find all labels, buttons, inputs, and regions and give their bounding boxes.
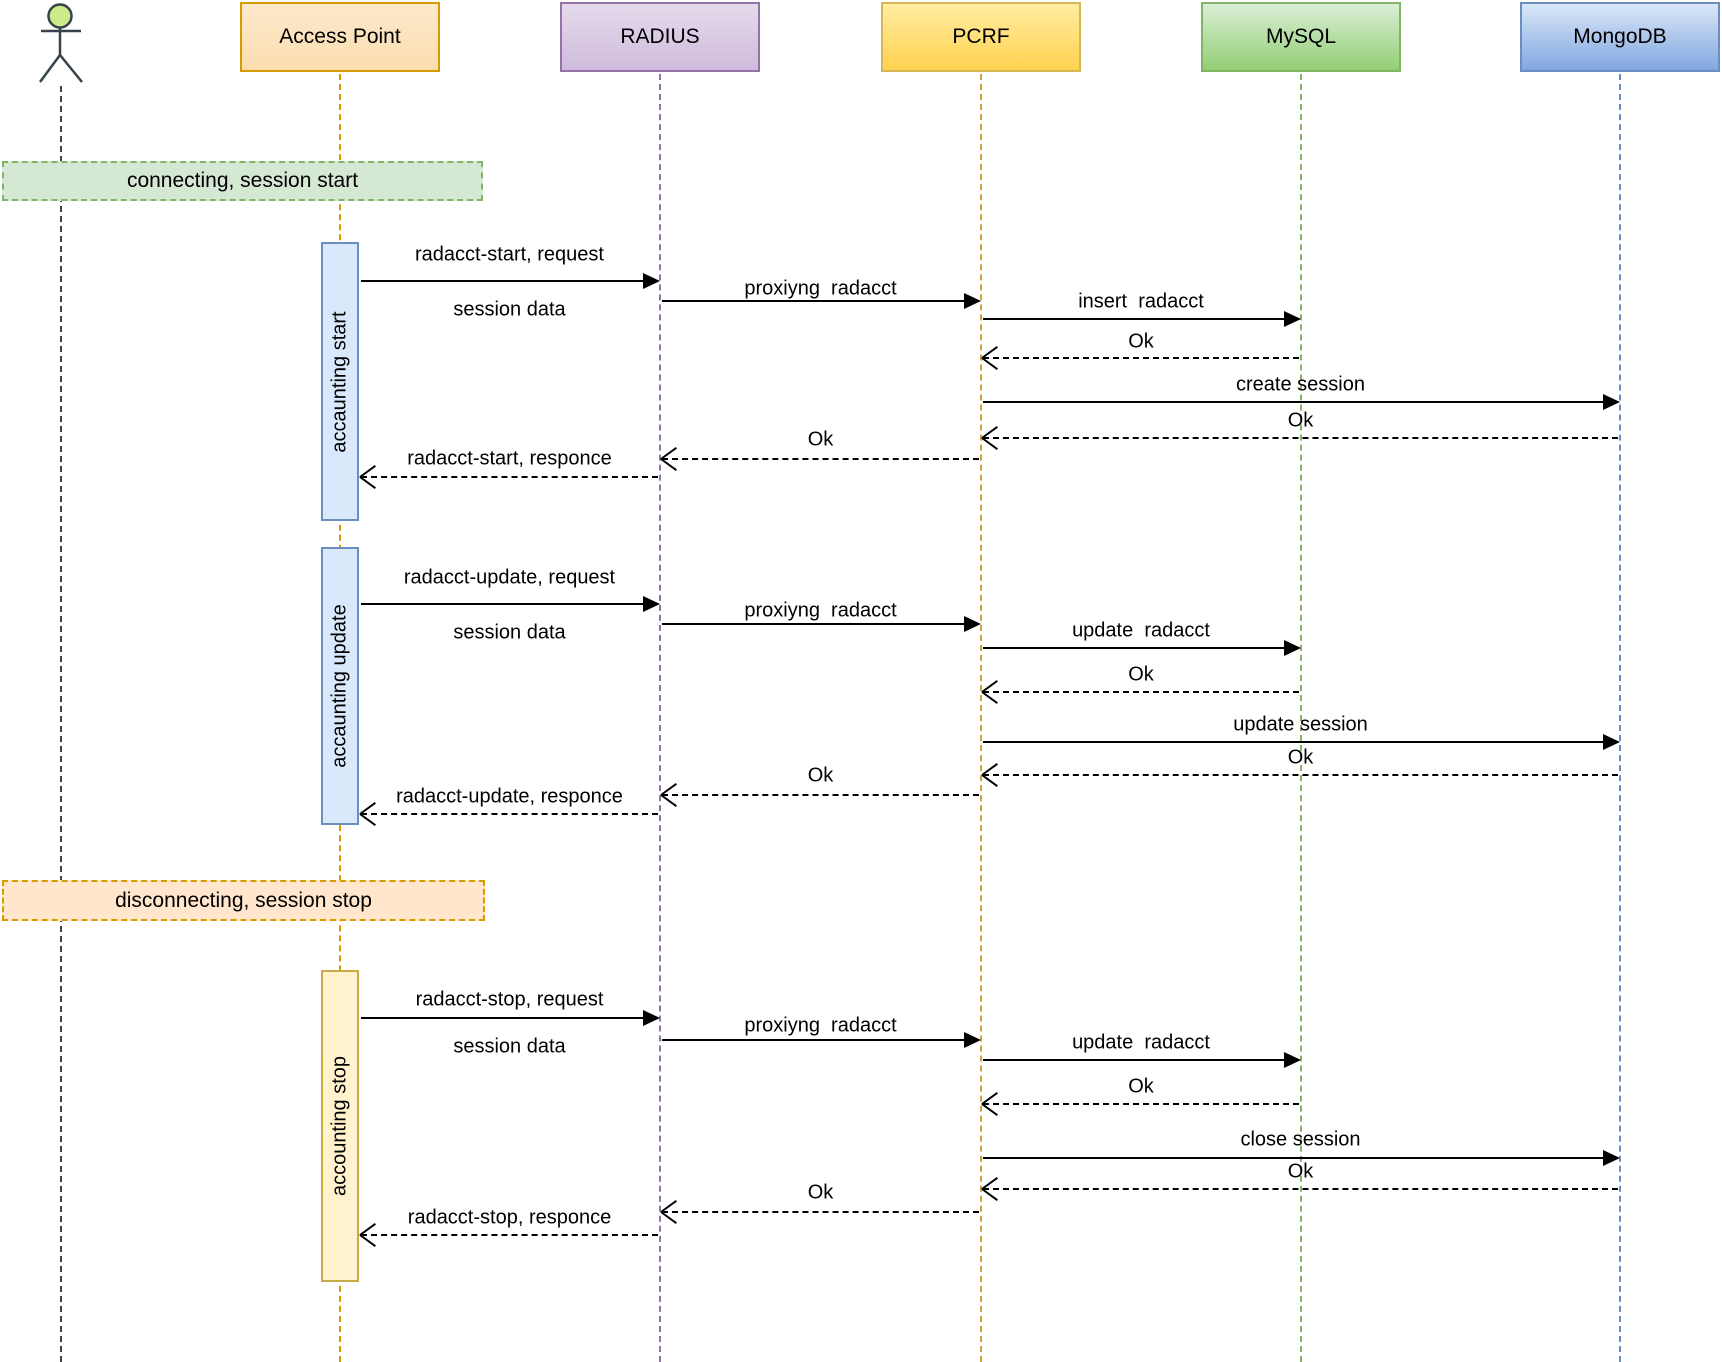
message-line-12 xyxy=(983,734,1620,750)
message-label: radacct-stop, responce xyxy=(407,1206,612,1229)
message-line-7 xyxy=(361,476,658,478)
arrowhead-icon xyxy=(1603,734,1620,750)
message-line-5 xyxy=(983,437,1618,439)
arrowhead-icon xyxy=(1284,640,1301,656)
message-label: Ok xyxy=(1287,1160,1314,1183)
lifeline-pcrf xyxy=(980,74,982,1362)
message-line-14 xyxy=(662,794,979,796)
lifeline-mysql xyxy=(1300,74,1302,1362)
arrowhead-icon xyxy=(1603,394,1620,410)
message-label: Ok xyxy=(1128,1075,1154,1098)
arrowhead-icon xyxy=(643,1010,660,1026)
activation-2: accounting stop xyxy=(321,970,359,1282)
message-line-15 xyxy=(361,813,658,815)
activation-label: accaunting update xyxy=(328,604,351,768)
message-line-1 xyxy=(662,293,981,309)
message-line-2 xyxy=(983,311,1301,327)
message-line-19 xyxy=(983,1103,1299,1105)
message-line-20 xyxy=(983,1150,1620,1166)
message-line-23 xyxy=(361,1234,658,1236)
participant-label-ap: Access Point xyxy=(279,25,401,48)
message-label: Ok xyxy=(1128,663,1154,686)
participant-label-mongodb: MongoDB xyxy=(1573,25,1667,48)
arrowhead-icon xyxy=(643,273,660,289)
arrowhead-icon xyxy=(1603,1150,1620,1166)
message-line-10 xyxy=(983,640,1301,656)
message-line-11 xyxy=(983,691,1299,693)
message-label: close session xyxy=(1240,1128,1361,1151)
participant-label-pcrf: PCRF xyxy=(952,25,1010,48)
arrowhead-icon xyxy=(643,596,660,612)
activation-label: accounting stop xyxy=(328,1055,351,1197)
lifeline-mongodb xyxy=(1619,74,1621,1362)
phase-frame-0: connecting, session start xyxy=(2,161,483,201)
message-label: proxiyng radacct xyxy=(744,1014,897,1037)
message-label: radacct-stop, request xyxy=(415,988,604,1011)
message-label: Ok xyxy=(807,1181,834,1204)
activation-label: accaunting start xyxy=(328,310,351,453)
message-label: update radacct xyxy=(1072,619,1210,642)
message-line-13 xyxy=(983,774,1618,776)
message-label: proxiyng radacct xyxy=(744,277,897,300)
participant-radius: RADIUS xyxy=(560,2,760,72)
participant-ap: Access Point xyxy=(240,2,440,72)
participant-pcrf: PCRF xyxy=(881,2,1081,72)
message-label: insert radacct xyxy=(1078,290,1204,313)
message-line-21 xyxy=(983,1188,1618,1190)
message-label: Ok xyxy=(807,764,834,787)
message-label: Ok xyxy=(1128,330,1154,353)
arrowhead-icon xyxy=(1284,311,1301,327)
message-label: Ok xyxy=(1287,746,1314,769)
participant-mongodb: MongoDB xyxy=(1520,2,1720,72)
message-label: Ok xyxy=(807,428,834,451)
message-line-0 xyxy=(361,273,660,289)
message-label: radacct-start, responce xyxy=(407,447,612,470)
message-label: create session xyxy=(1236,373,1365,396)
arrowhead-icon xyxy=(964,293,981,309)
lifeline-user xyxy=(60,86,62,1362)
phase-frame-label: connecting, session start xyxy=(126,169,359,192)
message-line-8 xyxy=(361,596,660,612)
message-label: radacct-update, responce xyxy=(396,785,623,808)
message-label: radacct-update, request xyxy=(403,566,616,589)
activation-1: accaunting update xyxy=(321,547,359,825)
message-sublabel: session data xyxy=(453,298,566,321)
participant-mysql: MySQL xyxy=(1201,2,1401,72)
arrowhead-icon xyxy=(1284,1052,1301,1068)
phase-frame-label: disconnecting, session stop xyxy=(115,888,372,912)
message-sublabel: session data xyxy=(453,1035,566,1058)
message-label: proxiyng radacct xyxy=(744,599,897,622)
message-label: Ok xyxy=(1287,409,1314,432)
message-line-22 xyxy=(662,1211,979,1213)
message-sublabel: session data xyxy=(453,621,566,644)
arrowhead-icon xyxy=(964,616,981,632)
message-line-3 xyxy=(983,357,1299,359)
participant-label-mysql: MySQL xyxy=(1265,25,1336,48)
message-line-17 xyxy=(662,1032,981,1048)
message-label: radacct-start, request xyxy=(415,243,604,266)
activation-0: accaunting start xyxy=(321,242,359,521)
message-line-9 xyxy=(662,616,981,632)
participant-label-radius: RADIUS xyxy=(620,25,700,48)
message-line-18 xyxy=(983,1052,1301,1068)
lifeline-radius xyxy=(659,74,661,1362)
message-label: update radacct xyxy=(1072,1031,1210,1054)
message-line-16 xyxy=(361,1010,660,1026)
arrowhead-icon xyxy=(964,1032,981,1048)
message-label: update session xyxy=(1233,713,1368,736)
phase-frame-1: disconnecting, session stop xyxy=(2,880,485,921)
message-line-4 xyxy=(983,394,1620,410)
message-line-6 xyxy=(662,458,979,460)
actor-icon xyxy=(38,3,83,83)
